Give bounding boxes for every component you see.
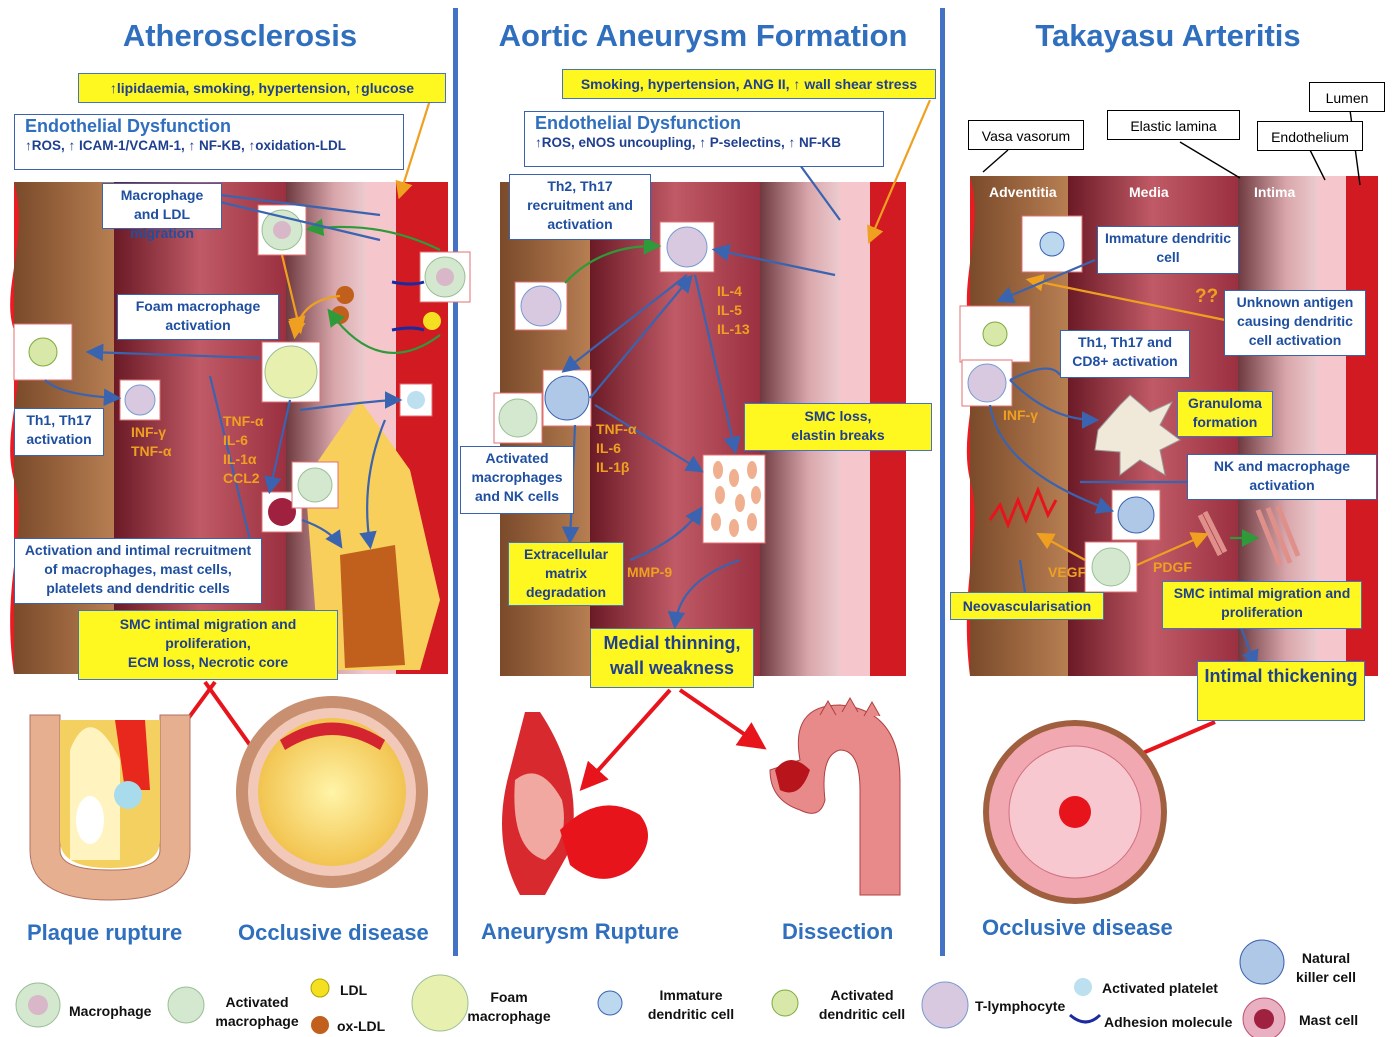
legend-oxldl: ox-LDL: [337, 1017, 385, 1036]
aneurysm-outcome-rupture: Aneurysm Rupture: [481, 919, 679, 945]
athero-outcome-plaque-rupture: Plaque rupture: [27, 920, 182, 946]
athero-cytokines-label: TNF-α IL-6 IL-1α CCL2: [223, 412, 263, 488]
legend-adhesion-molecule: Adhesion molecule: [1104, 1013, 1232, 1032]
legend-t-lymphocyte: T-lymphocyte: [975, 997, 1065, 1016]
takayasu-vegf-label: VEGF: [1048, 563, 1086, 582]
aneurysm-outcome-dissection: Dissection: [782, 919, 893, 945]
takayasu-title: Takayasu Arteritis: [990, 18, 1346, 54]
aneurysm-risk-factors: Smoking, hypertension, ANG II, ↑ wall sh…: [562, 69, 936, 99]
legend-mast-cell: Mast cell: [1299, 1011, 1358, 1030]
legend-activated-dc: Activated dendritic cell: [814, 986, 910, 1024]
athero-occlusive-image: [236, 696, 428, 888]
legend-activated-macrophage: Activated macrophage: [212, 993, 302, 1031]
aneurysm-smc-loss: SMC loss, elastin breaks: [744, 403, 932, 451]
legend-macrophage: Macrophage: [69, 1002, 151, 1021]
aneurysm-activated-macrophages: Activated macrophages and NK cells: [460, 446, 574, 514]
aneurysm-endo-sub: ↑ROS, eNOS uncoupling, ↑ P-selectins, ↑ …: [535, 133, 879, 152]
aneurysm-endothelial-dysfunction: Endothelial Dysfunction ↑ROS, eNOS uncou…: [524, 111, 884, 167]
athero-inf-label: INF-γ TNF-α: [131, 423, 171, 461]
takayasu-endothelium-label: Endothelium: [1257, 121, 1363, 151]
legend-activated-platelet: Activated platelet: [1102, 979, 1218, 998]
athero-outcome-occlusive: Occlusive disease: [238, 920, 429, 946]
takayasu-intima-label: Intima: [1254, 184, 1295, 200]
takayasu-infg-label: INF-γ: [1003, 406, 1038, 425]
takayasu-question-marks: ??: [1195, 287, 1218, 306]
legend-nk-cell: Natural killer cell: [1292, 949, 1360, 987]
takayasu-granuloma: Granuloma formation: [1177, 391, 1273, 437]
athero-foam-activation: Foam macrophage activation: [117, 294, 279, 340]
athero-endothelial-dysfunction: Endothelial Dysfunction ↑ROS, ↑ ICAM-1/V…: [14, 114, 404, 170]
takayasu-intimal-thickening: Intimal thickening: [1197, 661, 1365, 721]
athero-th-activation: Th1, Th17 activation: [14, 408, 104, 456]
aneurysm-il-label: IL-4 IL-5 IL-13: [717, 282, 750, 339]
aneurysm-ecm-degradation: Extracellular matrix degradation: [508, 542, 624, 606]
aneurysm-medial-thinning: Medial thinning, wall weakness: [590, 628, 754, 688]
legend-foam-macrophage: Foam macrophage: [466, 988, 552, 1026]
takayasu-adventitia-label: Adventitia: [989, 184, 1057, 200]
dissection-image: [770, 698, 900, 895]
aneurysm-endo-title: Endothelial Dysfunction: [535, 114, 879, 133]
takayasu-vasa-vasorum-label: Vasa vasorum: [968, 120, 1084, 150]
aneurysm-mmp-label: MMP-9: [627, 563, 672, 582]
athero-endo-title: Endothelial Dysfunction: [25, 117, 399, 136]
takayasu-neovascularisation: Neovascularisation: [950, 592, 1104, 620]
athero-macrophage-ldl-migration: Macrophage and LDL migration: [102, 183, 222, 229]
athero-smc-box: SMC intimal migration and proliferation,…: [78, 610, 338, 680]
takayasu-occlusive-image: [983, 720, 1167, 904]
takayasu-unknown-antigen: Unknown antigen causing dendritic cell a…: [1224, 290, 1366, 356]
athero-risk-factors: ↑lipidaemia, smoking, hypertension, ↑glu…: [78, 73, 446, 103]
takayasu-media-label: Media: [1129, 184, 1169, 200]
athero-recruitment: Activation and intimal recruitment of ma…: [14, 538, 262, 604]
plaque-rupture-image: [30, 715, 190, 900]
athero-title: Atherosclerosis: [60, 18, 420, 54]
takayasu-smc-box: SMC intimal migration and proliferation: [1162, 581, 1362, 629]
takayasu-immature-dc: Immature dendritic cell: [1097, 226, 1239, 274]
takayasu-nk-macrophage: NK and macrophage activation: [1187, 454, 1377, 500]
takayasu-pdgf-label: PDGF: [1153, 558, 1192, 577]
aneurysm-title: Aortic Aneurysm Formation: [470, 18, 936, 54]
takayasu-elastic-lamina-label: Elastic lamina: [1107, 110, 1240, 140]
aneurysm-tnf-label: TNF-α IL-6 IL-1β: [596, 420, 636, 477]
takayasu-lumen-label: Lumen: [1309, 82, 1385, 112]
legend-ldl: LDL: [340, 981, 367, 1000]
takayasu-outcome-occlusive: Occlusive disease: [982, 915, 1173, 941]
athero-endo-sub: ↑ROS, ↑ ICAM-1/VCAM-1, ↑ NF-KB, ↑oxidati…: [25, 136, 399, 155]
aneurysm-th2-recruitment: Th2, Th17 recruitment and activation: [509, 174, 651, 240]
takayasu-th1-activation: Th1, Th17 and CD8+ activation: [1060, 330, 1190, 378]
legend-immature-dc: Immature dendritic cell: [644, 986, 738, 1024]
